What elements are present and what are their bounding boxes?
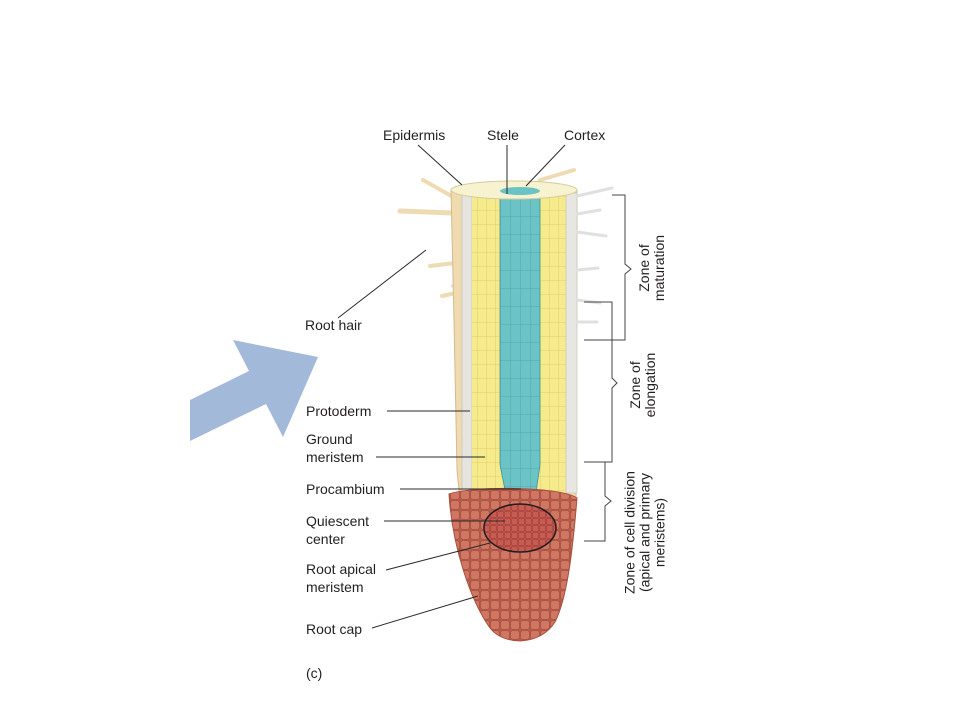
epidermis-label: Epidermis: [383, 127, 446, 143]
root-cap-label: Root cap: [306, 621, 363, 637]
zone-maturation-label: Zone of maturation: [636, 223, 667, 313]
ground-meristem-label: Ground meristem: [306, 430, 364, 466]
direction-arrow: [190, 340, 318, 441]
zone-brackets: [584, 194, 632, 542]
quiescent-center-label: Quiescent center: [306, 512, 369, 548]
root-hair-label: Root hair: [305, 317, 362, 333]
root-hair: [428, 261, 457, 268]
zone-cell-division-line: (apical and primary: [636, 472, 653, 593]
quiescent-center-label-line: Quiescent: [306, 513, 370, 529]
stele-top: [500, 187, 540, 195]
zone-elongation-label: Zone of elongation: [627, 340, 658, 430]
root-hair: [575, 186, 614, 198]
maturation-bracket: [584, 194, 632, 341]
root-hair: [575, 266, 600, 272]
stele-region: [499, 194, 541, 501]
zone-maturation-line: maturation: [651, 234, 667, 302]
root-apical-meristem-leader: [385, 542, 491, 571]
zone-cell-division-line: Zone of cell division: [621, 471, 638, 594]
ground-meristem-label-line: meristem: [306, 449, 364, 465]
cortex-leader: [525, 144, 566, 187]
root-apical-meristem-label-line: meristem: [306, 579, 364, 595]
zone-elongation-line: elongation: [642, 352, 658, 418]
elongation-bracket: [584, 301, 618, 463]
root-apical-meristem-label-line: Root apical: [306, 561, 377, 577]
zone-elongation-line: Zone of: [627, 361, 643, 409]
root-hair: [575, 208, 602, 216]
root-apical-meristem-label: Root apical meristem: [306, 560, 376, 596]
quiescent-center-label-line: center: [306, 531, 345, 547]
epidermis-left: [461, 192, 473, 498]
epidermis-leader: [417, 144, 463, 186]
leader-lines: [337, 144, 566, 629]
root-hair: [538, 168, 576, 182]
zone-cell-division-line: meristems): [651, 497, 668, 568]
epidermis-right: [565, 192, 578, 494]
protoderm-label: Protoderm: [306, 403, 372, 419]
root-hair: [575, 230, 608, 238]
panel-label: (c): [306, 665, 323, 681]
root-hair: [421, 178, 457, 200]
cortex-label: Cortex: [564, 127, 606, 143]
zone-maturation-line: Zone of: [636, 244, 652, 292]
quiescent-center-region: [483, 503, 557, 553]
ground-meristem-label-line: Ground: [306, 431, 353, 447]
cell-division-bracket: [584, 461, 612, 542]
root-cap-leader: [371, 595, 479, 629]
stele-label: Stele: [487, 127, 519, 143]
root-hair: [397, 208, 456, 216]
zone-cell-division-label: Zone of cell division (apical and primar…: [621, 458, 668, 608]
procambium-label: Procambium: [306, 481, 385, 497]
root-hair-leader: [337, 249, 427, 319]
